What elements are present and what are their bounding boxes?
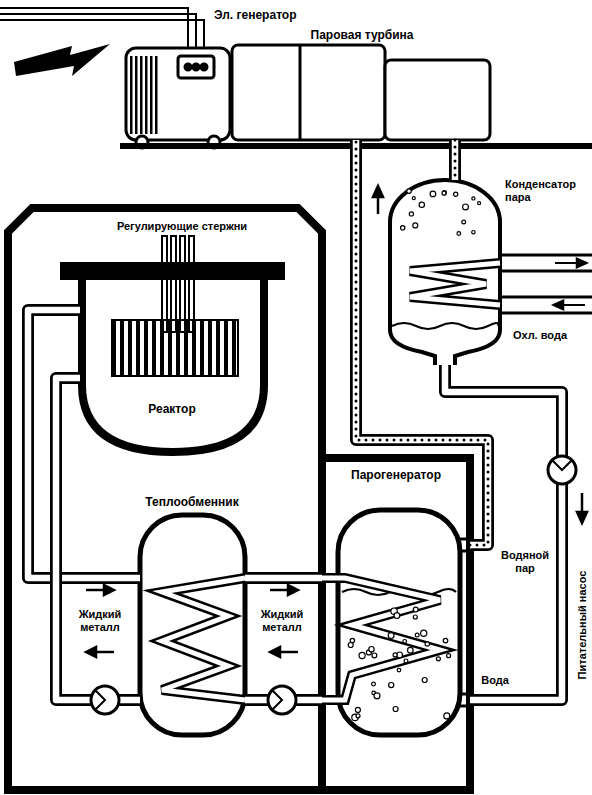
turbine-body [232,45,490,140]
node-title: Эл. генератор [214,8,297,22]
generator-body [126,48,230,148]
pipe-connector [28,310,140,578]
equipment-node: Паровая турбина [230,28,492,140]
pipe-outline [28,310,140,578]
steam-bubble [472,231,475,234]
pipe-inner [56,378,140,700]
steam-bubble [412,197,415,200]
cooling-water-pipes [500,255,592,313]
steam-generator-vessel [322,510,474,735]
pipe-inner [356,140,488,545]
steam-bubble [401,226,405,230]
steam-bubble [478,202,481,205]
part-label: Охл. вода [513,329,567,342]
steam-bubble [413,223,418,228]
pipe-outline [245,572,322,584]
steam-bubble [397,668,401,672]
pipe-connector [455,140,456,180]
steam-bubble [472,197,475,200]
pump-symbol [91,456,576,714]
flow-arrow [86,186,587,657]
steam-bubble [436,657,440,661]
steam-bubble [443,638,448,643]
steam-dots [356,140,488,545]
steam-bubble [403,640,407,644]
node-title: Конденсатор пара [505,178,589,204]
steam-bubble [457,232,461,236]
pipe-inner [452,140,459,180]
pipe-inner [245,575,322,582]
steam-bubble [356,714,360,718]
steam-bubble [415,633,419,637]
steam-bubble [372,682,376,686]
steam-bubble [408,647,414,653]
equipment-node: Реактор [80,280,265,452]
steam-bubble [413,607,418,612]
steam-bubble [372,653,377,658]
steam-dots [454,140,457,180]
equipment-node: Теплообменник [140,495,245,735]
steam-bubble [355,707,360,712]
node-title: Реактор [148,402,195,416]
steam-bubble [443,191,447,195]
steam-bubble [374,693,380,699]
pipe-connector [245,578,322,579]
pipe-connector [56,378,140,700]
node-title: Парогенератор [351,468,441,482]
steam-bubble [348,643,353,648]
steam-bubble [359,652,365,658]
steam-bubble [447,654,451,658]
steam-bubble [462,220,466,224]
part-label: Регулирующие стержни [117,220,247,233]
node-title: Теплообменник [145,495,238,509]
pipe-connector [356,140,488,545]
bubbles [348,189,480,721]
steam-bubble [422,678,427,683]
reactor-vessel [60,236,285,452]
pipe-inner [445,365,562,700]
steam-bubble [419,202,424,207]
steam-bubble [388,633,394,639]
equipment-node: Эл. генератор [125,5,295,140]
pipe-outline [445,365,562,700]
steam-bubble [413,615,417,619]
pipe-outline [449,140,461,180]
lightning-bolt [14,44,110,76]
steam-bubble [421,630,427,636]
vertical-label: Питательный насос [576,571,589,680]
steam-bubble [389,683,394,688]
part-label: Жидкий металл [254,608,310,634]
steam-bubble [444,713,450,719]
condenser-vessel [390,180,500,365]
part-label: Вода [481,674,509,687]
steam-bubble [393,653,397,657]
steam-bubble [394,613,400,619]
pipe-connector [445,365,562,700]
steam-bubble [442,191,446,195]
steam-bubble [404,659,408,663]
steam-bubble [369,647,374,652]
steam-bubble [430,191,436,197]
heat-exchanger-vessel [140,515,245,735]
part-label: Водяной пар [497,549,553,575]
steam-bubble [463,204,469,210]
equipment-node: Парогенератор [322,458,470,790]
node-title: Паровая турбина [311,28,414,42]
steam-bubble [425,642,429,646]
equipment-node: Конденсатор пара [390,180,500,365]
containment-wall [4,208,474,790]
steam-bubble [454,192,458,196]
steam-bubble [393,707,398,712]
pipe-inner [28,310,140,578]
pipe-outline [56,378,140,700]
steam-bubble [409,212,413,216]
pipe-outline [356,140,488,545]
part-label: Жидкий металл [72,608,128,634]
steam-bubble [407,189,412,194]
